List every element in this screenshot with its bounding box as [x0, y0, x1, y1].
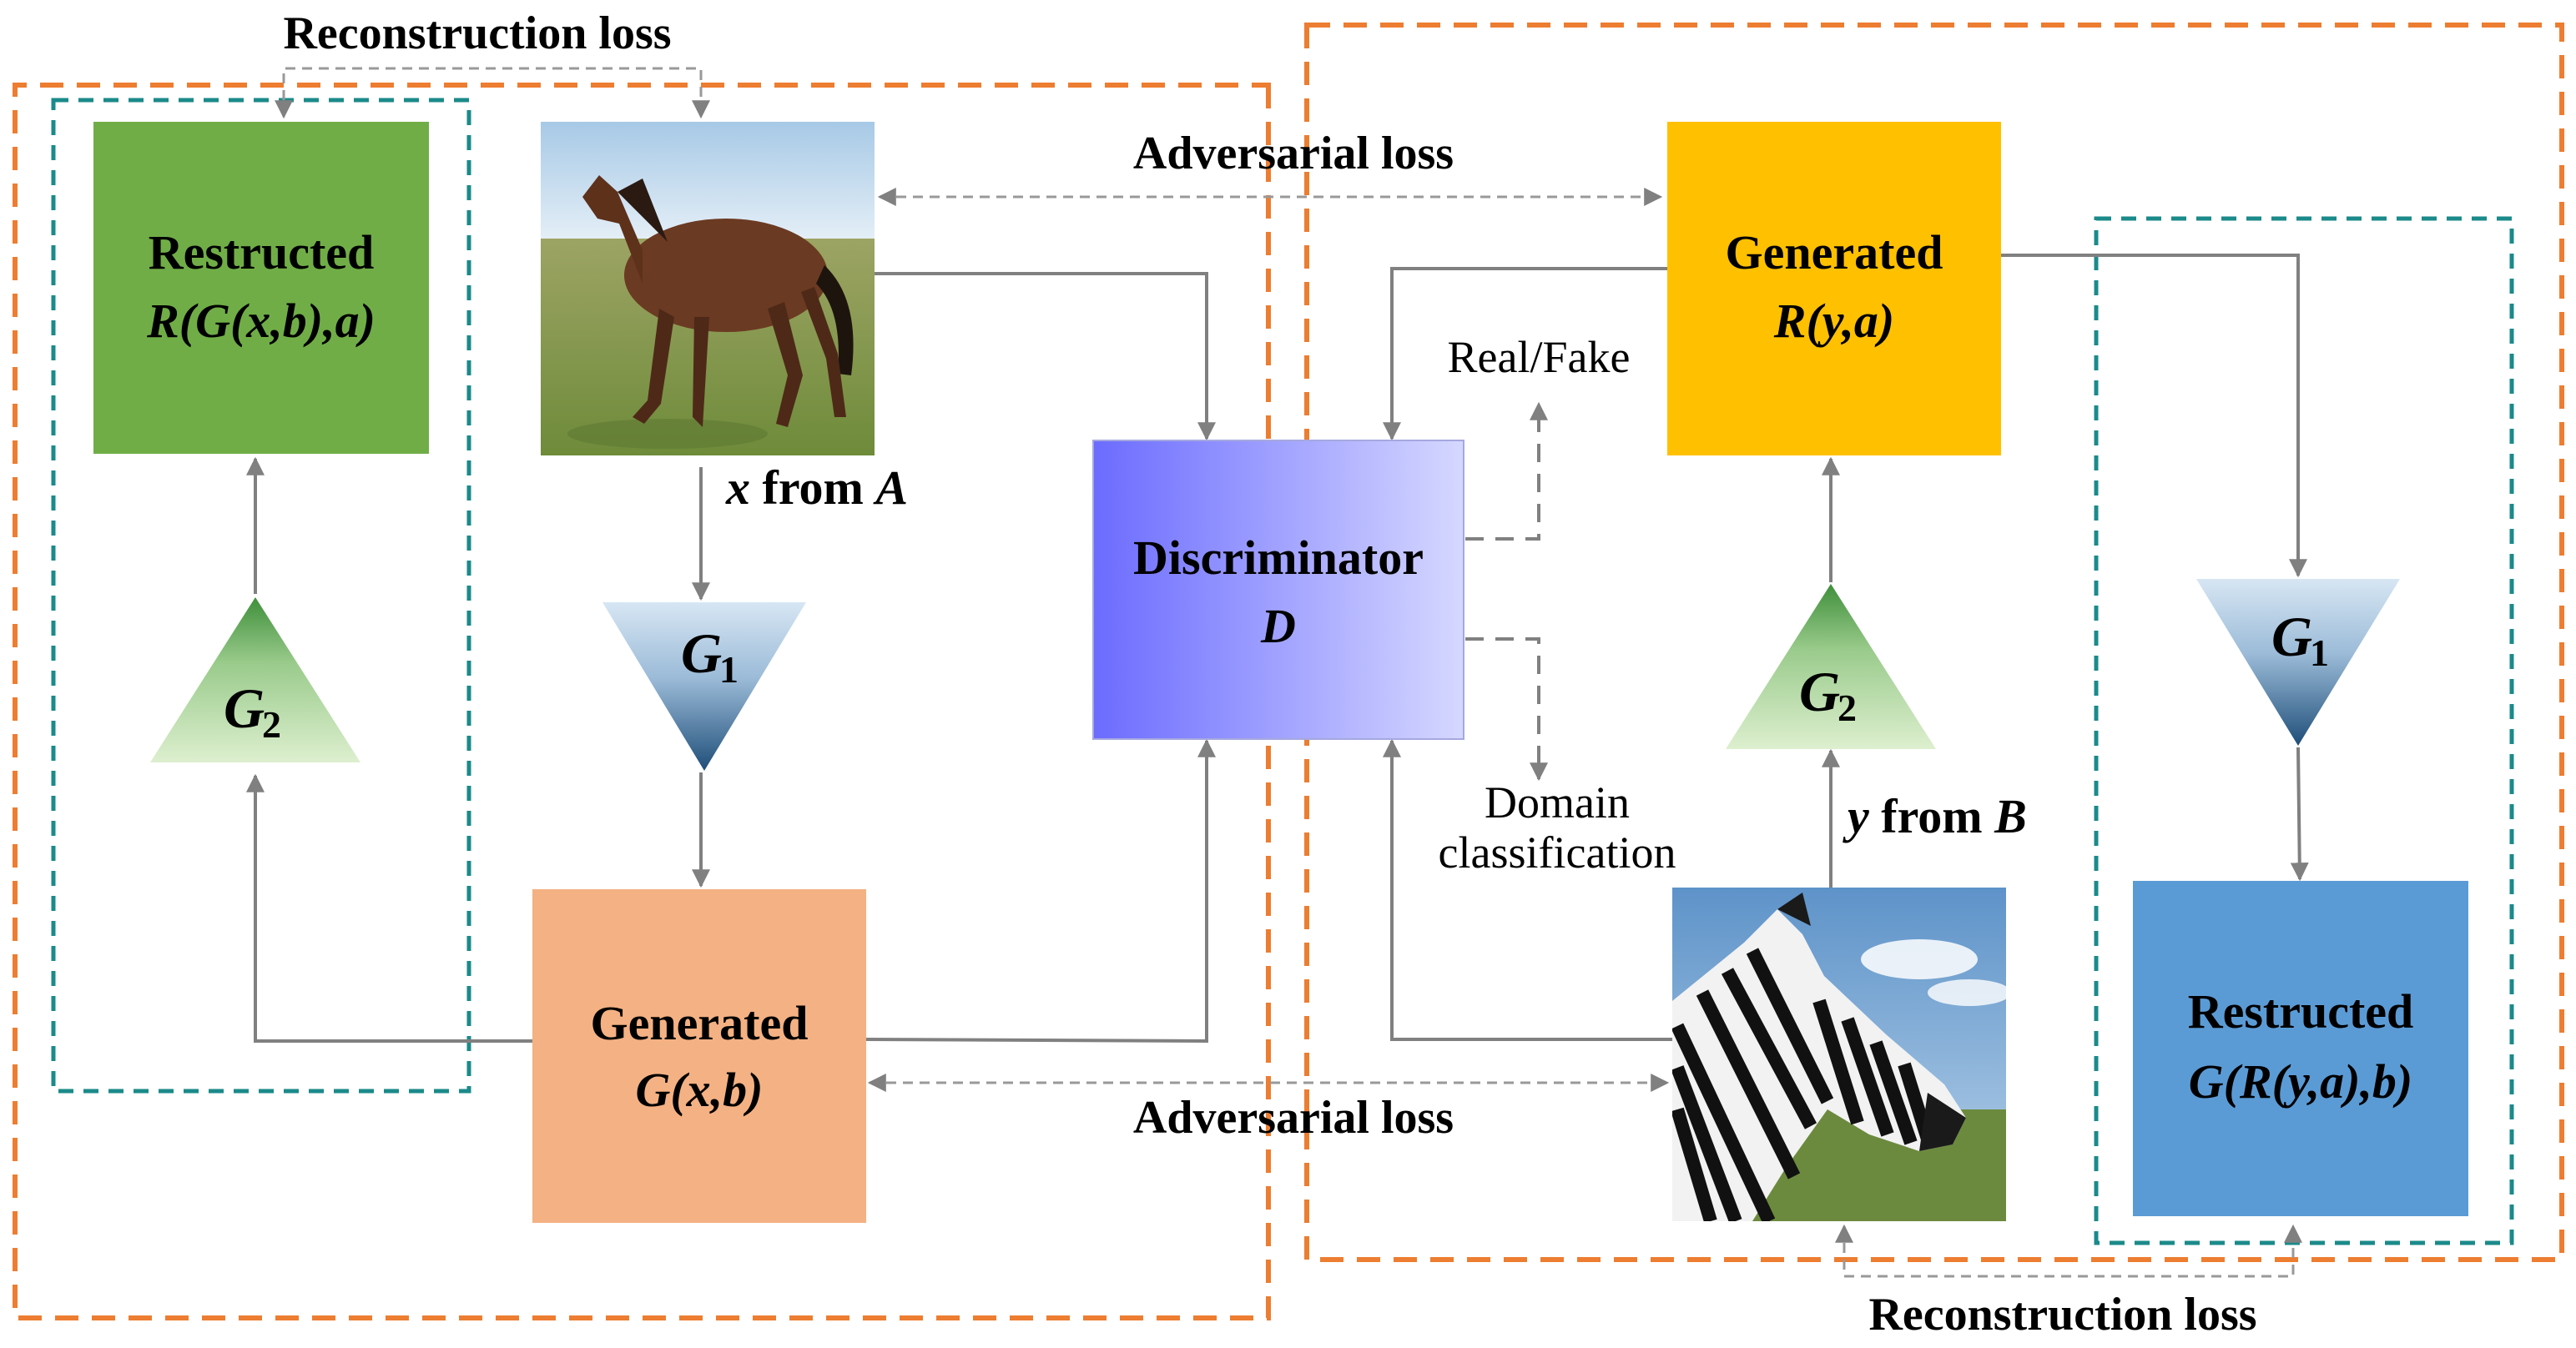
g2-right-sub: 2 — [1837, 687, 1857, 729]
domain-label-line2: classification — [1439, 827, 1676, 878]
reconstruction-arrow-bottom — [1835, 1224, 2302, 1278]
reconstruction-loss-bottom-label: Reconstruction loss — [1868, 1289, 2256, 1340]
reconstruction-arrow-top — [275, 67, 710, 119]
zebra-image — [1672, 888, 2006, 1221]
g1-right-sub: 1 — [2310, 631, 2329, 674]
x-from: from — [763, 460, 864, 515]
arrow-generated-left-to-discriminator — [865, 738, 1216, 1044]
real-fake-arrow — [1465, 401, 1548, 541]
g1-left-triangle: G 1 — [602, 602, 806, 771]
y-domain: B — [1994, 789, 2027, 843]
y-var: y — [1843, 789, 1869, 843]
y-from-b-label: y from B — [1843, 789, 2027, 843]
left-reconstruction-frame — [51, 98, 471, 1094]
restructed-right-formula: G(R(y,a),b) — [2189, 1054, 2412, 1109]
generated-right-title: Generated — [1726, 225, 1943, 279]
g2-left-symbol: G — [224, 677, 265, 740]
g2-right-symbol: G — [1799, 660, 1840, 723]
g2-right-triangle: G 2 — [1726, 584, 1936, 749]
arrow-generated-right-to-g1 — [2001, 254, 2307, 578]
discriminator-symbol: D — [1260, 599, 1296, 653]
g1-right-symbol: G — [2271, 605, 2312, 668]
adversarial-loss-bottom-label: Adversarial loss — [1133, 1092, 1454, 1144]
g2-left-sub: 2 — [262, 703, 281, 746]
discriminator-box: Discriminator D — [1092, 440, 1464, 740]
g1-left-sub: 1 — [719, 648, 739, 691]
domain-classification-arrow — [1465, 637, 1548, 782]
domain-label-line1: Domain — [1485, 777, 1630, 827]
left-group-frame — [13, 83, 1271, 1320]
x-var: x — [725, 460, 750, 515]
g2-left-triangle: G 2 — [150, 597, 360, 762]
restructed-left-title: Restructed — [149, 225, 375, 279]
adversarial-loss-top-label: Adversarial loss — [1133, 128, 1454, 179]
restructed-right-title: Restructed — [2188, 984, 2414, 1039]
g1-right-triangle: G 1 — [2196, 579, 2400, 746]
x-domain: A — [873, 460, 908, 515]
restructed-left-box: Restructed R(G(x,b),a) — [93, 122, 429, 454]
restructed-right-box: Restructed G(R(y,a),b) — [2133, 881, 2468, 1216]
restructed-left-formula: R(G(x,b),a) — [146, 294, 376, 348]
discriminator-title: Discriminator — [1133, 531, 1424, 585]
right-group-frame — [1304, 23, 2564, 1262]
g1-left-symbol: G — [681, 621, 722, 685]
generated-left-title: Generated — [591, 996, 809, 1050]
arrow-g1-to-restructed-right — [2290, 747, 2309, 882]
generated-right-formula: R(y,a) — [1773, 294, 1894, 348]
reconstruction-loss-top-label: Reconstruction loss — [283, 8, 671, 59]
generated-left-formula: G(x,b) — [635, 1063, 763, 1117]
right-reconstruction-frame — [2094, 216, 2514, 1245]
generated-left-box: Generated G(x,b) — [532, 889, 866, 1223]
real-fake-label: Real/Fake — [1448, 332, 1631, 382]
x-from-a-label: x from A — [725, 460, 908, 515]
generated-right-box: Generated R(y,a) — [1667, 122, 2001, 455]
arrow-x-to-discriminator — [875, 272, 1216, 441]
horse-image — [541, 122, 875, 455]
arrow-generated-left-to-g2 — [246, 773, 532, 1043]
arrow-y-to-discriminator — [1383, 738, 1672, 1041]
arrow-generated-right-to-discriminator — [1383, 267, 1667, 441]
y-from: from — [1881, 789, 1982, 843]
